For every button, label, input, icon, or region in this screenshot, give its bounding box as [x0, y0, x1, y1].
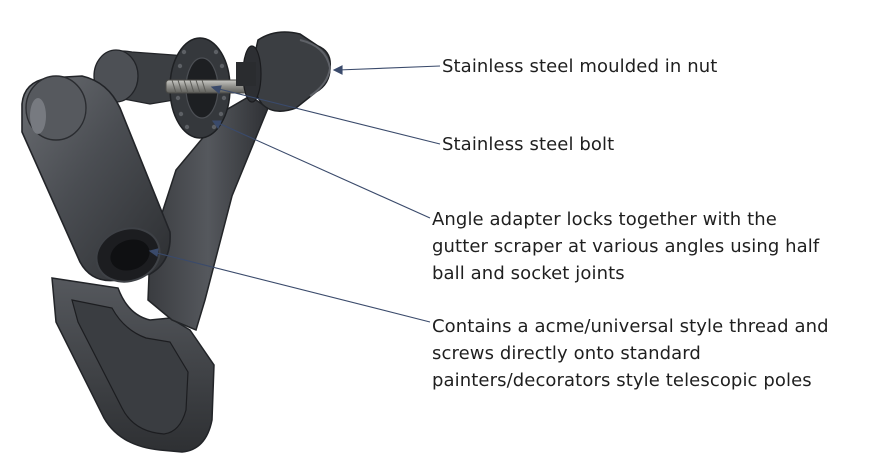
leader-angle	[215, 121, 431, 219]
knob-lobe	[299, 39, 332, 97]
callout-angle-adapter-line-1: Angle adapter locks together with the	[432, 209, 777, 230]
callout-nut: Stainless steel moulded in nut	[442, 53, 717, 80]
callout-bolt-line-1: Stainless steel bolt	[442, 134, 615, 155]
callout-angle-adapter-line-2: gutter scraper at various angles using h…	[432, 236, 820, 257]
callout-angle-adapter-line-3: ball and socket joints	[432, 263, 625, 284]
callout-thread-line-1: Contains a acme/universal style thread a…	[432, 316, 829, 337]
pole-socket-top-hole	[30, 98, 46, 134]
pole-socket-opening-inner	[110, 239, 150, 271]
callout-angle-adapter: Angle adapter locks together with the gu…	[432, 206, 819, 287]
callout-thread-line-3: painters/decorators style telescopic pol…	[432, 370, 812, 391]
scraper-base-slot	[71, 299, 189, 435]
leader-nut	[337, 65, 441, 71]
leader-thread	[152, 251, 431, 323]
callout-thread-line-2: screws directly onto standard	[432, 343, 701, 364]
leader-bolt	[214, 87, 441, 145]
leader-lines	[148, 65, 441, 323]
callout-thread: Contains a acme/universal style thread a…	[432, 313, 829, 394]
callout-nut-line-1: Stainless steel moulded in nut	[442, 56, 718, 77]
bolt-thread	[171, 79, 207, 94]
knob	[250, 31, 331, 112]
knob-hub	[236, 62, 256, 86]
callout-bolt: Stainless steel bolt	[442, 131, 614, 158]
